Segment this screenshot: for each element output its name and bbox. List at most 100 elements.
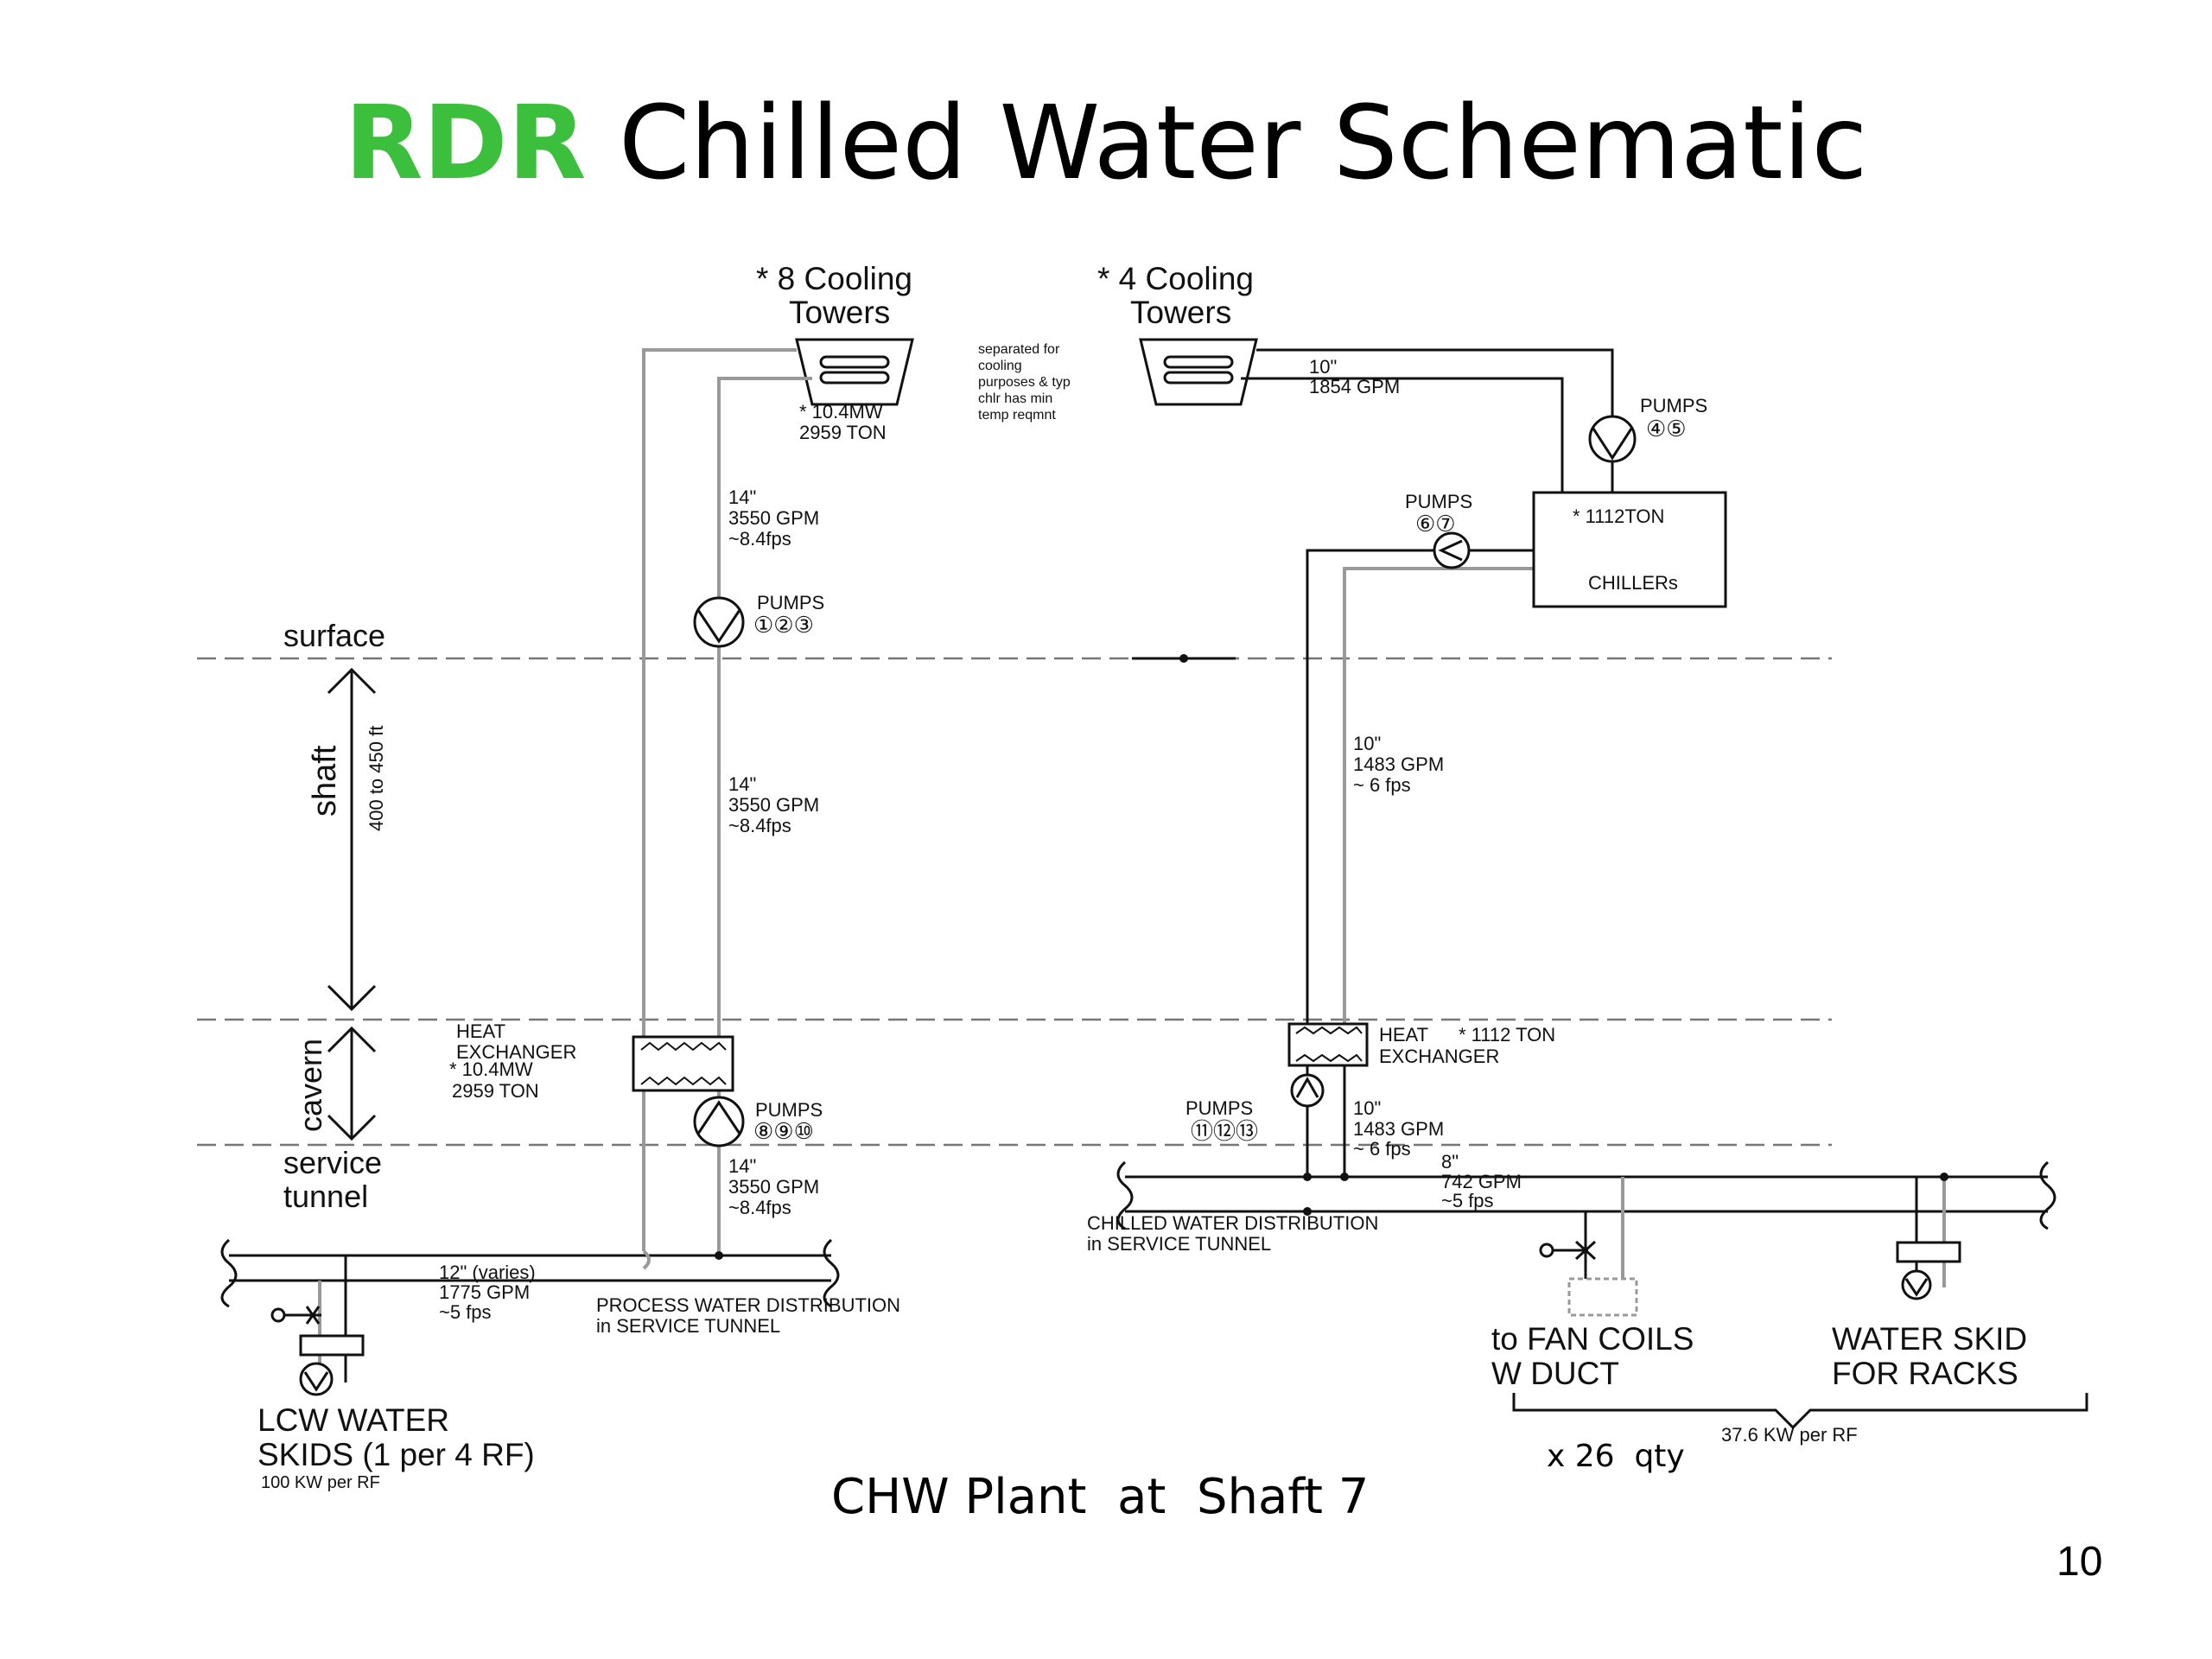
per-rf-brace	[1512, 1393, 2088, 1430]
hx-right-3: * 1112 TON	[1459, 1024, 1555, 1046]
chw-junction-1	[1303, 1173, 1312, 1181]
pumps-67-nums: ⑥⑦	[1415, 511, 1456, 537]
towers-left-title-1: * 8 Cooling	[756, 261, 912, 296]
pump-icon-123	[693, 596, 745, 648]
hx-left-4: 2959 TON	[452, 1080, 539, 1102]
chw-junction-2	[1340, 1173, 1349, 1181]
process-pipe-3: ~5 fps	[439, 1301, 492, 1323]
right-tower-pipe-1: 10"	[1309, 356, 1337, 378]
fan-coils-branch	[1539, 1177, 1638, 1317]
dist-8in-2: 742 GPM	[1441, 1171, 1522, 1192]
right-tower-return	[1256, 348, 1614, 439]
slide-caption: CHW Plant at Shaft 7	[831, 1469, 1370, 1525]
water-skid-label-2: FOR RACKS	[1832, 1356, 2018, 1391]
dist-8in-1: 8"	[1441, 1151, 1459, 1173]
pumps-67-label: PUMPS	[1405, 491, 1472, 512]
chiller-supply	[1306, 549, 1534, 1024]
towers-right-title-1: * 4 Cooling	[1097, 261, 1254, 296]
heat-exchanger-right	[1287, 1022, 1369, 1067]
process-pipe-1: 12" (varies)	[439, 1262, 536, 1283]
pipe-top-3: ~8.4fps	[728, 528, 791, 550]
per-rf-label: 37.6 KW per RF	[1721, 1424, 1858, 1446]
chilled-dist-1: CHILLED WATER DISTRIBUTION	[1087, 1212, 1378, 1234]
process-junction	[715, 1251, 723, 1260]
pump-icon-67	[1433, 531, 1471, 569]
pipe-right-2: 1483 GPM	[1353, 753, 1444, 775]
water-skid-label-1: WATER SKID	[1832, 1321, 2027, 1357]
service-tunnel-label-1: service	[283, 1145, 382, 1180]
hx-right-1: HEAT	[1379, 1024, 1428, 1046]
hx-left-1: HEAT	[456, 1020, 505, 1042]
hx-left-2: EXCHANGER	[456, 1041, 576, 1063]
pipe-top-1: 14"	[728, 486, 756, 508]
pipe-top-2: 3550 GPM	[728, 507, 819, 529]
pumps-45-nums: ④⑤	[1646, 416, 1687, 442]
process-supply-pipe	[717, 377, 812, 1251]
pump-icon-8910	[693, 1096, 745, 1147]
lcw-water-skid	[270, 1255, 365, 1396]
page-number: 10	[2056, 1539, 2103, 1585]
service-tunnel-label-2: tunnel	[283, 1179, 368, 1214]
pipe-right-3: ~ 6 fps	[1353, 774, 1411, 796]
pipe-mid-2: 3550 GPM	[728, 794, 819, 816]
level-lines	[197, 657, 1832, 1147]
separated-note: separated for cooling purposes & typ chl…	[978, 342, 1071, 423]
pumps-111213-label: PUMPS	[1185, 1097, 1253, 1119]
svg-text:chlr has min: chlr has min	[978, 391, 1052, 406]
title-rest: Chilled Water Schematic	[618, 83, 1868, 202]
pipe-low-left-1: 14"	[728, 1155, 756, 1177]
water-skid-branch	[1896, 1177, 1961, 1300]
svg-text:cooling: cooling	[978, 359, 1022, 373]
cooling-tower-left	[795, 338, 914, 406]
surface-marker-dot	[1179, 654, 1188, 663]
right-tower-supply	[1241, 377, 1564, 493]
towers-left-rating-2: 2959 TON	[799, 422, 887, 443]
pumps-123-nums: ①②③	[753, 612, 814, 638]
slide-title: RDR Chilled Water Schematic	[0, 82, 2212, 203]
chillers-rating: * 1112TON	[1573, 505, 1664, 527]
chillers-label: CHILLERs	[1588, 572, 1678, 594]
pipe-low-left-3: ~8.4fps	[728, 1197, 791, 1218]
svg-text:separated for: separated for	[978, 342, 1060, 357]
pipe-mid-3: ~8.4fps	[728, 815, 791, 836]
quantity-note: x 26 qty	[1547, 1439, 1685, 1474]
hx-left-3: * 10.4MW	[449, 1058, 533, 1080]
towers-left-title-2: Towers	[789, 295, 890, 330]
dist-8in-3: ~5 fps	[1441, 1190, 1494, 1211]
process-loop-piping	[642, 348, 812, 1251]
chilled-dist-2: in SERVICE TUNNEL	[1087, 1233, 1271, 1255]
pumps-8910-label: PUMPS	[755, 1099, 823, 1121]
cooling-tower-right	[1139, 338, 1258, 406]
pipe-low-right-2: 1483 GPM	[1353, 1118, 1444, 1140]
pipe-mid-1: 14"	[728, 773, 756, 795]
lcw-label-2: SKIDS (1 per 4 RF)	[257, 1437, 535, 1472]
pumps-123-label: PUMPS	[757, 592, 824, 613]
process-distribution	[220, 1238, 840, 1308]
pump-icon-45	[1588, 415, 1637, 463]
pumps-8910-nums: ⑧⑨⑩	[753, 1118, 814, 1144]
shaft-dimension	[327, 667, 377, 1141]
pumps-111213-nums: ⑪⑫⑬	[1191, 1118, 1258, 1144]
lcw-label-1: LCW WATER	[257, 1402, 449, 1438]
svg-text:purposes & typ: purposes & typ	[978, 375, 1071, 390]
pump-icon-111213	[1290, 1073, 1325, 1108]
pipe-low-right-3: ~ 6 fps	[1353, 1138, 1411, 1160]
process-dist-1: PROCESS WATER DISTRIBUTION	[596, 1294, 900, 1316]
pipe-right-1: 10"	[1353, 733, 1381, 754]
pumps-45-label: PUMPS	[1640, 395, 1707, 416]
towers-right-title-2: Towers	[1130, 295, 1231, 330]
fan-coils-label-1: to FAN COILS	[1491, 1321, 1694, 1357]
process-dist-2: in SERVICE TUNNEL	[596, 1315, 780, 1337]
process-pipe-2: 1775 GPM	[439, 1281, 530, 1303]
surface-label: surface	[283, 618, 385, 653]
fan-coils-label-2: W DUCT	[1491, 1356, 1619, 1391]
process-return-pipe	[642, 348, 797, 1251]
shaft-label: shaft	[307, 745, 343, 817]
hx-right-2: EXCHANGER	[1379, 1046, 1499, 1067]
pipe-low-right-1: 10"	[1353, 1097, 1381, 1119]
lcw-label-3: 100 KW per RF	[261, 1473, 380, 1492]
chiller-return	[1343, 567, 1534, 1024]
towers-left-rating-1: * 10.4MW	[799, 401, 883, 423]
chw-junction-3	[1303, 1207, 1312, 1216]
